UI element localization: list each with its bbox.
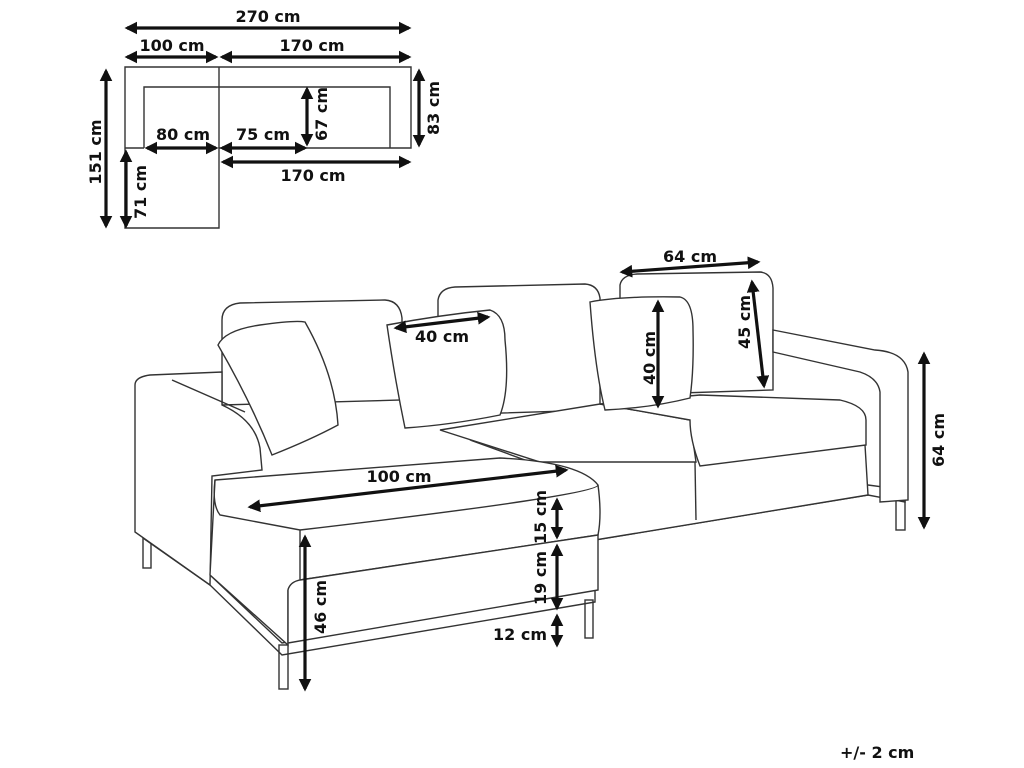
plan-chaise-width-label: 100 cm	[139, 36, 204, 55]
back-cushion-width-label: 64 cm	[663, 247, 717, 266]
plan-chaise-seat-width-label: 80 cm	[156, 125, 210, 144]
plan-main-depth-label: 83 cm	[424, 81, 443, 135]
total-height-label: 64 cm	[929, 413, 948, 467]
tolerance-note: +/- 2 cm	[840, 743, 914, 762]
plan-chaise-extension-label: 71 cm	[131, 165, 150, 219]
base-height-label: 19 cm	[531, 551, 550, 605]
plan-total-depth-label: 151 cm	[86, 119, 105, 184]
chaise-length-label: 100 cm	[366, 467, 431, 486]
cushion-thickness-label: 15 cm	[531, 490, 550, 544]
seat-height-label: 46 cm	[311, 580, 330, 634]
back-cushion-height-label: 45 cm	[735, 295, 754, 349]
plan-main-width-label: 170 cm	[279, 36, 344, 55]
pillow-width-label: 40 cm	[415, 327, 469, 346]
plan-seat-depth-label: 67 cm	[312, 87, 331, 141]
leg-height-label: 12 cm	[493, 625, 547, 644]
plan-main-seat-width-label: 170 cm	[280, 166, 345, 185]
pillow-height-label: 40 cm	[640, 331, 659, 385]
plan-dimensions: 270 cm 100 cm 170 cm 151 cm 71 cm 80 cm …	[86, 7, 443, 229]
plan-seat-width-part-label: 75 cm	[236, 125, 290, 144]
sofa-dimensions: 64 cm 45 cm 40 cm 40 cm 100 cm 15 cm 19 …	[247, 247, 948, 692]
plan-total-width-label: 270 cm	[235, 7, 300, 26]
